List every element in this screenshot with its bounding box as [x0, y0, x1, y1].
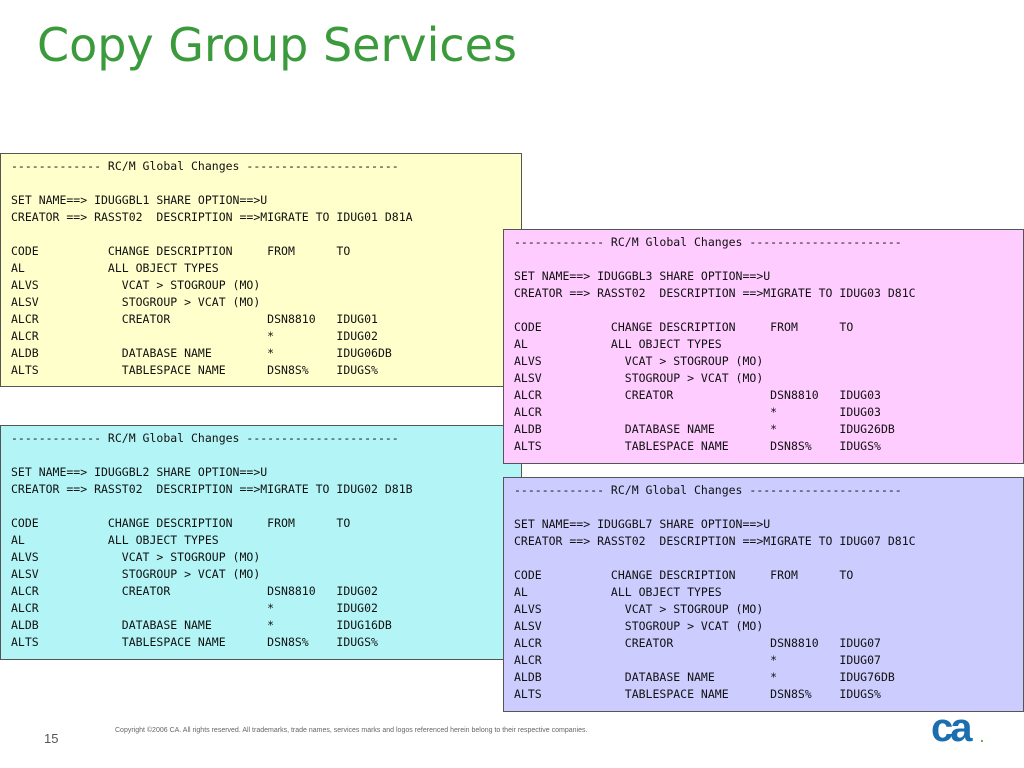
panel-line: ALDB DATABASE NAME * IDUG26DB — [514, 422, 895, 436]
ca-logo: ca . — [931, 709, 984, 747]
panel-line: ALTS TABLESPACE NAME DSN8S% IDUGS% — [11, 363, 378, 377]
panel-line — [514, 550, 1023, 567]
panel-line: ------------- RC/M Global Changes ------… — [11, 431, 399, 445]
panel-line: CREATOR ==> RASST02 DESCRIPTION ==>MIGRA… — [514, 286, 916, 300]
panel-line: ALCR * IDUG02 — [11, 329, 378, 343]
panel-line: ALCR * IDUG07 — [514, 653, 881, 667]
panel-line — [11, 175, 521, 192]
panel-line: ALVS VCAT > STOGROUP (MO) — [11, 278, 261, 292]
panel-line: ALTS TABLESPACE NAME DSN8S% IDUGS% — [11, 635, 378, 649]
panel-line: AL ALL OBJECT TYPES — [11, 261, 219, 275]
panel-line: ALVS VCAT > STOGROUP (MO) — [11, 550, 261, 564]
panel-line: ALCR CREATOR DSN8810 IDUG03 — [514, 388, 881, 402]
global-changes-panel-iduggbl1: ------------- RC/M Global Changes ------… — [0, 153, 522, 387]
panel-line — [514, 251, 1023, 268]
panel-line: CREATOR ==> RASST02 DESCRIPTION ==>MIGRA… — [11, 482, 413, 496]
panel-line: SET NAME==> IDUGGBL1 SHARE OPTION==>U — [11, 193, 268, 207]
panel-line: ALCR * IDUG02 — [11, 601, 378, 615]
panel-line — [514, 499, 1023, 516]
panel-line: ALCR CREATOR DSN8810 IDUG02 — [11, 584, 378, 598]
panel-line: ------------- RC/M Global Changes ------… — [514, 483, 902, 497]
panel-line: SET NAME==> IDUGGBL7 SHARE OPTION==>U — [514, 517, 771, 531]
copyright-notice: Copyright ©2006 CA. All rights reserved.… — [115, 727, 588, 734]
panel-line: ALSV STOGROUP > VCAT (MO) — [514, 371, 764, 385]
panel-line: ALCR CREATOR DSN8810 IDUG01 — [11, 312, 378, 326]
panel-line — [11, 447, 521, 464]
panel-line: ALCR * IDUG03 — [514, 405, 881, 419]
page-number: 15 — [44, 731, 59, 746]
panel-line: CODE CHANGE DESCRIPTION FROM TO — [514, 568, 854, 582]
global-changes-panel-iduggbl3: ------------- RC/M Global Changes ------… — [503, 229, 1024, 464]
panel-line: CODE CHANGE DESCRIPTION FROM TO — [514, 320, 854, 334]
panel-line: ALVS VCAT > STOGROUP (MO) — [514, 354, 764, 368]
panel-line: ------------- RC/M Global Changes ------… — [11, 159, 399, 173]
panel-line: AL ALL OBJECT TYPES — [514, 585, 722, 599]
panel-line: SET NAME==> IDUGGBL2 SHARE OPTION==>U — [11, 465, 268, 479]
panel-line: ALTS TABLESPACE NAME DSN8S% IDUGS% — [514, 439, 881, 453]
panel-line: ALCR CREATOR DSN8810 IDUG07 — [514, 636, 881, 650]
global-changes-panel-iduggbl2: ------------- RC/M Global Changes ------… — [0, 425, 522, 660]
slide-title: Copy Group Services — [37, 18, 517, 72]
global-changes-panel-iduggbl7: ------------- RC/M Global Changes ------… — [503, 477, 1024, 712]
ca-logo-mark: . — [980, 729, 984, 745]
panel-line: ALDB DATABASE NAME * IDUG06DB — [11, 346, 392, 360]
panel-line: CREATOR ==> RASST02 DESCRIPTION ==>MIGRA… — [11, 210, 413, 224]
panel-line: AL ALL OBJECT TYPES — [11, 533, 219, 547]
panel-line: AL ALL OBJECT TYPES — [514, 337, 722, 351]
panel-line: ALSV STOGROUP > VCAT (MO) — [11, 567, 261, 581]
panel-line: ------------- RC/M Global Changes ------… — [514, 235, 902, 249]
panel-line: CODE CHANGE DESCRIPTION FROM TO — [11, 516, 351, 530]
panel-line: ALDB DATABASE NAME * IDUG16DB — [11, 618, 392, 632]
panel-line — [11, 226, 521, 243]
panel-line: ALSV STOGROUP > VCAT (MO) — [514, 619, 764, 633]
panel-line: ALDB DATABASE NAME * IDUG76DB — [514, 670, 895, 684]
panel-line: SET NAME==> IDUGGBL3 SHARE OPTION==>U — [514, 269, 771, 283]
panel-line — [11, 498, 521, 515]
panel-line: ALTS TABLESPACE NAME DSN8S% IDUGS% — [514, 687, 881, 701]
panel-line: CREATOR ==> RASST02 DESCRIPTION ==>MIGRA… — [514, 534, 916, 548]
panel-line: ALVS VCAT > STOGROUP (MO) — [514, 602, 764, 616]
panel-line: CODE CHANGE DESCRIPTION FROM TO — [11, 244, 351, 258]
ca-logo-text: ca — [931, 709, 973, 747]
panel-line: ALSV STOGROUP > VCAT (MO) — [11, 295, 261, 309]
panel-line — [514, 302, 1023, 319]
